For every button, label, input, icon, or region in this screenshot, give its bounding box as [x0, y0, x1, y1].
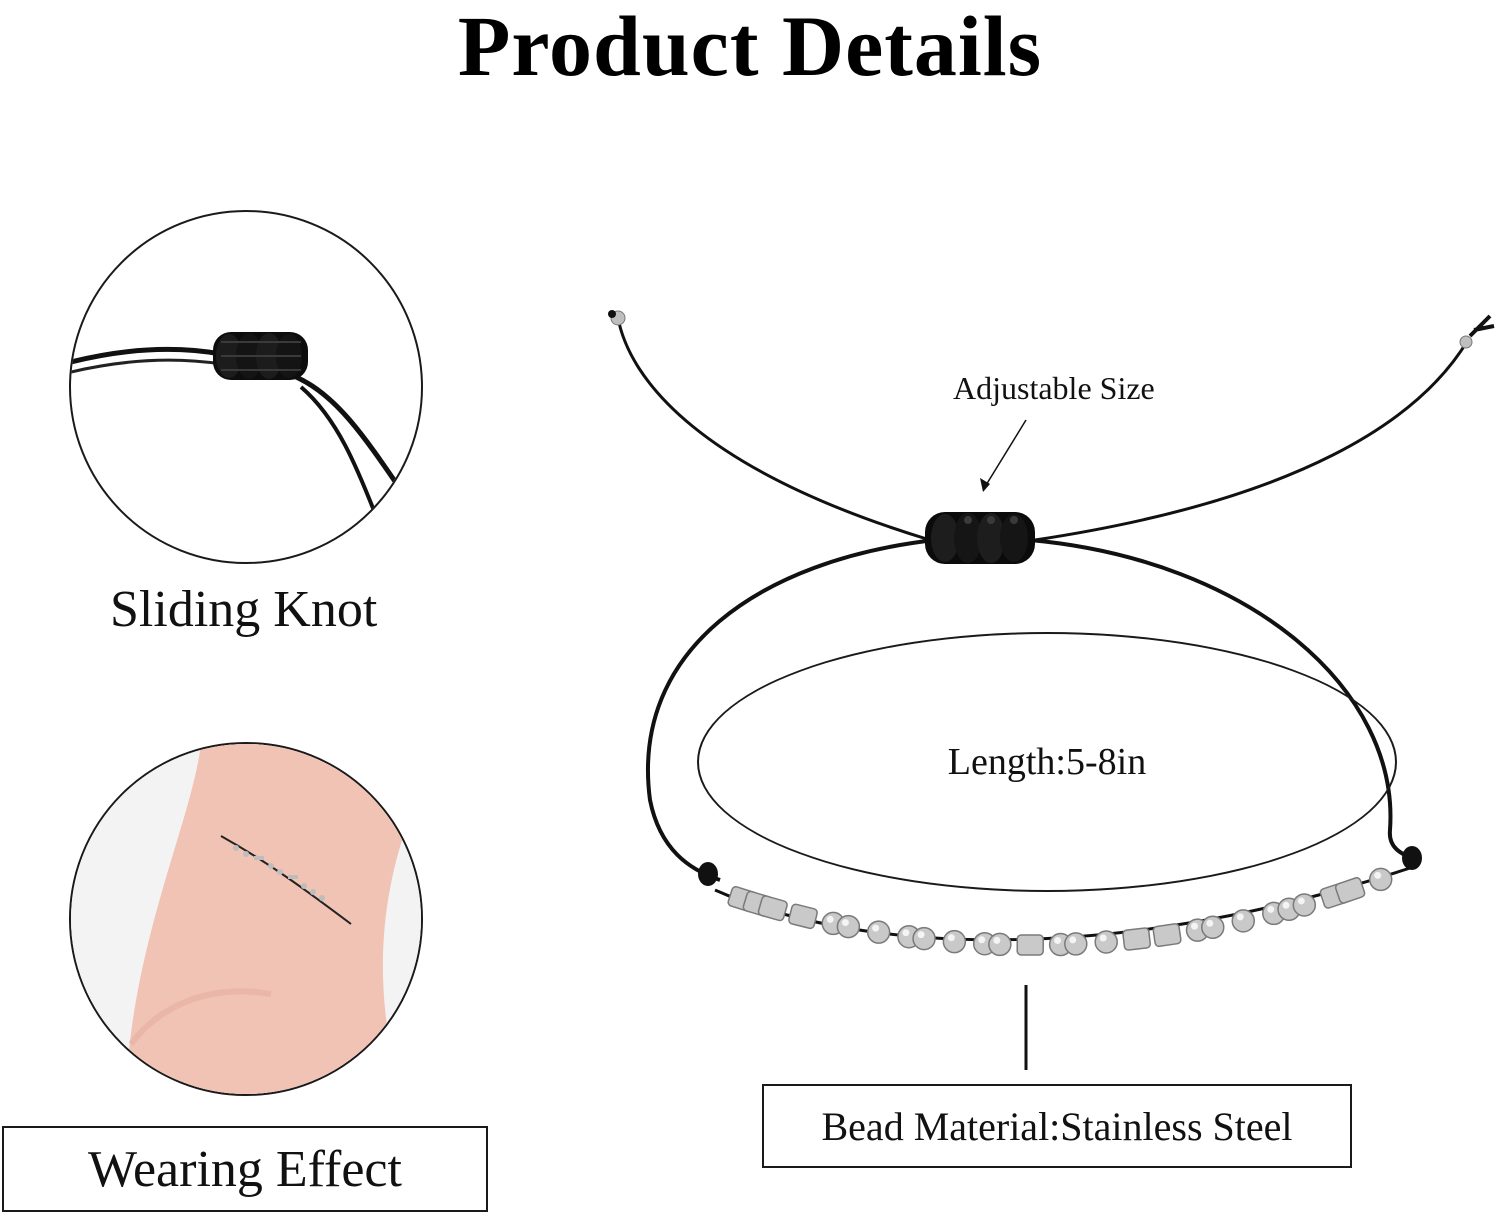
wrist-drawing — [71, 744, 421, 1094]
round-bead — [1231, 909, 1256, 933]
round-bead — [1201, 915, 1225, 940]
bead-strand — [727, 867, 1393, 957]
cylinder-bead — [1334, 877, 1366, 904]
round-bead — [836, 914, 861, 939]
cylinder-bead — [1152, 923, 1182, 948]
knot-icon — [213, 332, 308, 380]
left-cord-end — [608, 310, 931, 542]
bracelet-on-wrist-icon — [220, 835, 352, 925]
cylinder-bead — [1016, 934, 1044, 956]
cylinder-bead — [788, 903, 818, 930]
bead-highlight — [1099, 934, 1107, 942]
bead-highlight — [872, 924, 880, 932]
wearing-effect-caption: Wearing Effect — [2, 1126, 488, 1212]
bead-highlight — [1282, 901, 1290, 909]
bead-highlight — [1206, 919, 1214, 927]
round-bead — [988, 932, 1012, 957]
sliding-knot-caption: Sliding Knot — [110, 581, 378, 638]
bead-material-box: Bead Material:Stainless Steel — [762, 1084, 1352, 1168]
bead-highlight — [993, 936, 1001, 944]
cylinder-bead — [1122, 927, 1151, 951]
bead-highlight — [1069, 936, 1077, 944]
cylinder-bead — [757, 895, 788, 922]
wearing-effect-image — [69, 742, 423, 1096]
adjustable-size-arrow-icon — [980, 419, 1027, 492]
page-title: Product Details — [457, 0, 1043, 94]
right-cord-end — [1034, 314, 1495, 542]
bead-highlight — [917, 931, 925, 939]
bead-highlight — [1374, 871, 1382, 879]
bead-highlight — [1236, 913, 1244, 921]
adjustable-size-label: Adjustable Size — [953, 370, 1155, 406]
main-knot-icon — [925, 512, 1035, 564]
round-bead — [1094, 930, 1118, 954]
bead-highlight — [1054, 937, 1062, 945]
length-label: Length:5-8in — [947, 741, 1147, 783]
bead-highlight — [841, 919, 849, 927]
round-bead — [912, 926, 936, 951]
round-bead — [1292, 893, 1317, 917]
bead-highlight — [1267, 905, 1275, 913]
round-bead — [1368, 867, 1393, 892]
round-bead — [1064, 932, 1088, 956]
bead-highlight — [826, 915, 834, 923]
bead-highlight — [1297, 897, 1305, 905]
round-bead — [866, 920, 891, 944]
bead-highlight — [978, 936, 986, 944]
round-bead — [942, 929, 967, 954]
bead-highlight — [947, 934, 955, 942]
length-ellipse: Length:5-8in — [697, 632, 1397, 892]
bead-highlight — [1191, 922, 1199, 930]
bead-highlight — [902, 929, 910, 937]
sliding-knot-closeup-image — [69, 210, 423, 564]
sliding-knot-drawing — [71, 332, 419, 543]
